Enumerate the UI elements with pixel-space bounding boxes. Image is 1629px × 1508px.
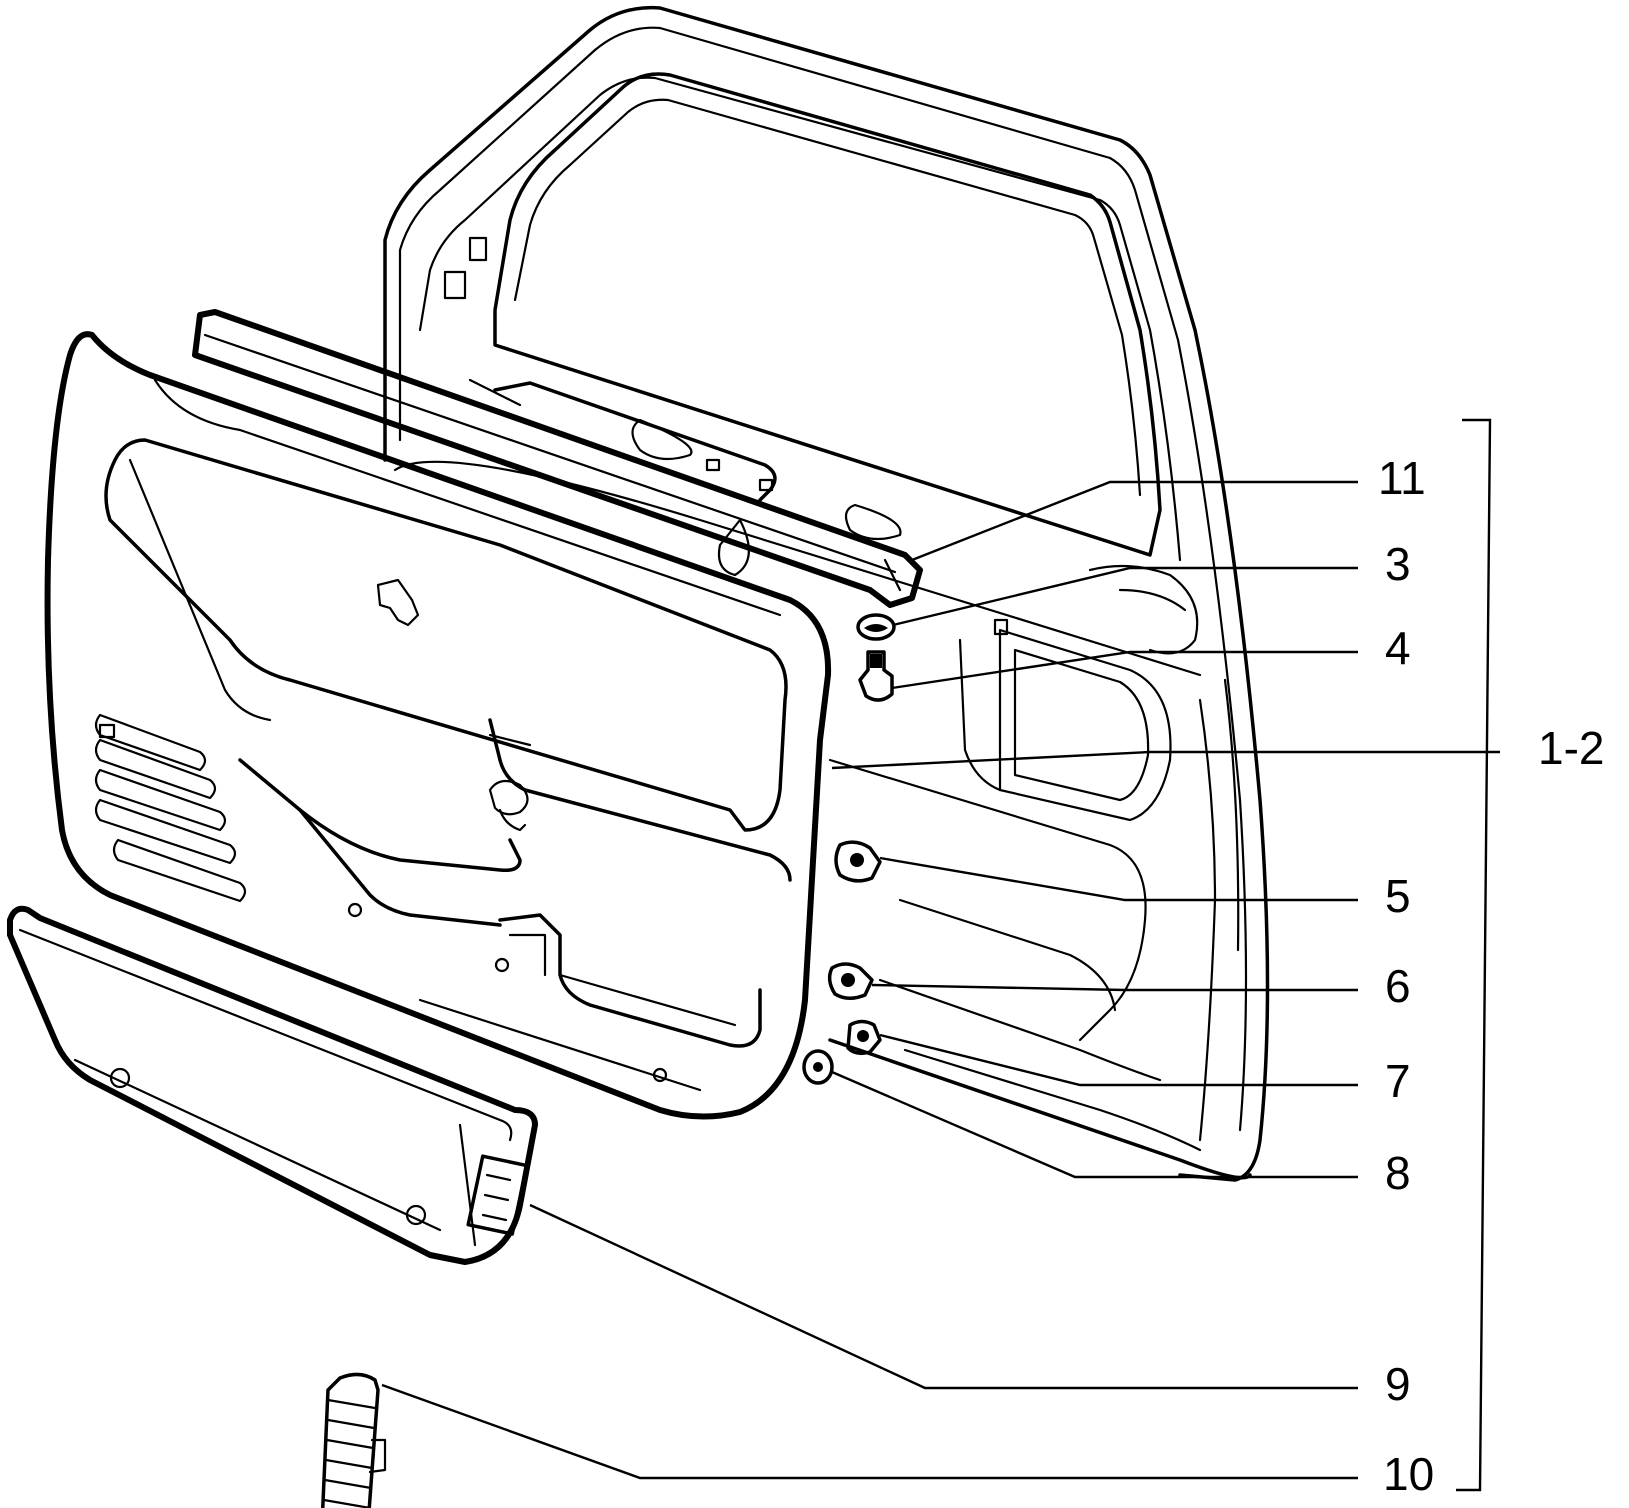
fastener-7-screw (846, 1019, 882, 1056)
door-shell (383, 5, 1270, 1182)
callout-11: 11 (1378, 452, 1426, 504)
callout-8: 8 (1385, 1147, 1411, 1199)
upper-trim-strip (192, 309, 923, 608)
callout-7: 7 (1385, 1055, 1411, 1107)
callout-6: 6 (1385, 960, 1411, 1012)
fastener-4-pushpin (858, 650, 894, 702)
fastener-6-clip (827, 962, 874, 1000)
lower-pocket-trim (7, 905, 538, 1265)
callout-labels: 11 3 4 1-2 5 6 7 8 9 10 (1378, 452, 1604, 1500)
fastener-5-clip (834, 840, 882, 883)
fastener-3-clip (856, 613, 896, 641)
leader-lines (381, 418, 1500, 1492)
callout-9: 9 (1385, 1358, 1411, 1410)
callout-4: 4 (1385, 622, 1411, 674)
fastener-8-washer (802, 1049, 834, 1085)
callout-5: 5 (1385, 870, 1411, 922)
door-trim-panel (44, 331, 832, 1120)
fastener-10-plug (321, 1372, 387, 1508)
callout-1-2: 1-2 (1538, 722, 1604, 774)
callout-3: 3 (1385, 538, 1411, 590)
callout-10: 10 (1383, 1448, 1434, 1500)
